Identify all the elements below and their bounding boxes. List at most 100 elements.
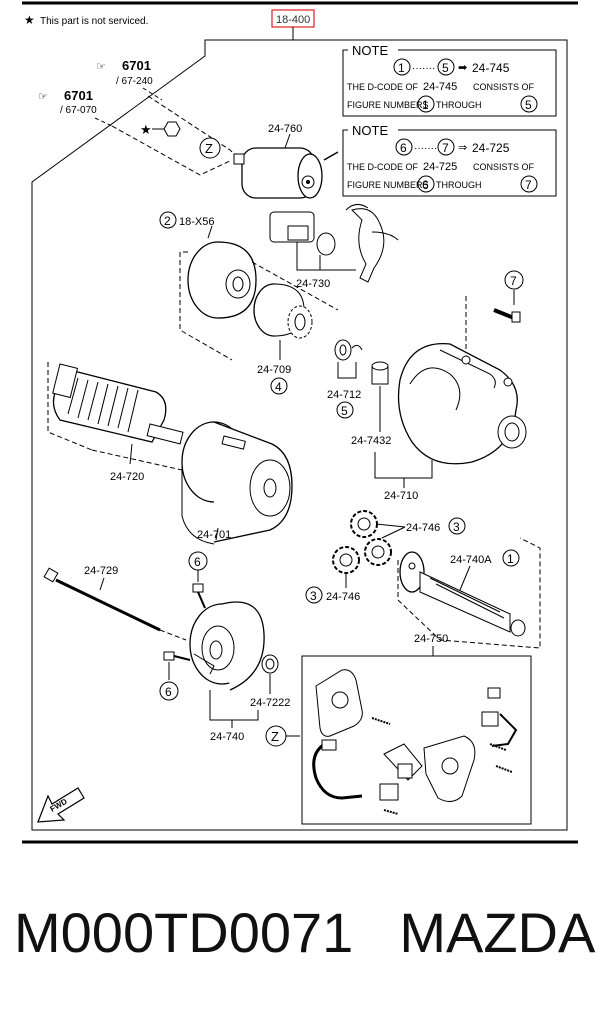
gear-24-746-a[interactable] bbox=[350, 510, 378, 538]
book-icon: ☞ bbox=[96, 61, 106, 73]
callout-6-bottom-label[interactable]: 6 bbox=[165, 685, 172, 699]
brush-assembly-24-750[interactable] bbox=[312, 669, 518, 815]
note-line1-pre: THE D-CODE OF bbox=[347, 82, 419, 92]
note-title: NOTE bbox=[352, 123, 388, 138]
dash-housing-a bbox=[179, 251, 233, 361]
label-24-740[interactable]: 24-740 bbox=[210, 731, 244, 743]
brand-name: MAZDA bbox=[399, 901, 596, 964]
screw-6-bottom[interactable] bbox=[163, 651, 191, 661]
note-line1-post: CONSISTS OF bbox=[473, 82, 535, 92]
num-2[interactable]: 2 bbox=[164, 214, 171, 228]
label-24-710[interactable]: 24-710 bbox=[384, 490, 418, 502]
label-24-740a[interactable]: 24-740A bbox=[450, 554, 492, 566]
note-to: 5 bbox=[525, 98, 532, 112]
note-to: 7 bbox=[525, 178, 532, 192]
note-target: 24-725 bbox=[472, 141, 510, 155]
svg-text:·······: ······· bbox=[412, 63, 435, 74]
yoke-24-701[interactable] bbox=[181, 421, 293, 545]
label-24-730[interactable]: 24-730 bbox=[296, 278, 330, 290]
part-number-line: M000TD0071 MAZDA bbox=[14, 900, 595, 965]
screw-6-top[interactable] bbox=[192, 583, 206, 609]
note-from: 1 bbox=[422, 98, 429, 112]
gear-24-746-b[interactable] bbox=[364, 538, 392, 566]
note-line1-post: CONSISTS OF bbox=[473, 162, 535, 172]
figure-ref[interactable]: 18-400 bbox=[276, 14, 310, 26]
label-24-709[interactable]: 24-709 bbox=[257, 364, 291, 376]
shaft-24-740a[interactable] bbox=[399, 551, 526, 637]
ref-6701-a[interactable]: ☞ 6701 / 67-240 bbox=[96, 58, 153, 87]
note-line2-pre: FIGURE NUMBERS bbox=[347, 180, 429, 190]
note-line1-pre: THE D-CODE OF bbox=[347, 162, 419, 172]
note-line1-code: 24-725 bbox=[423, 161, 457, 173]
label-24-729[interactable]: 24-729 bbox=[84, 565, 118, 577]
label-24-760[interactable]: 24-760 bbox=[268, 123, 302, 135]
not-serviced-star-icon: ★ bbox=[24, 13, 35, 27]
ref-sub: / 67-070 bbox=[60, 105, 97, 116]
callout-7-label[interactable]: 7 bbox=[510, 274, 517, 288]
svg-text:➡: ➡ bbox=[458, 62, 467, 74]
label-24-746-a[interactable]: 24-746 bbox=[406, 522, 440, 534]
not-serviced-note: This part is not serviced. bbox=[40, 16, 148, 27]
svg-text:⇒: ⇒ bbox=[458, 142, 467, 154]
brush-assembly-box bbox=[301, 655, 532, 825]
plunger-24-730[interactable] bbox=[269, 204, 399, 283]
bolt-leader-2 bbox=[111, 125, 233, 176]
callout-6-bottom[interactable] bbox=[159, 681, 179, 701]
svg-text:·······: ······· bbox=[414, 143, 437, 154]
label-24-712[interactable]: 24-712 bbox=[327, 389, 361, 401]
note-line2-pre: FIGURE NUMBERS bbox=[347, 100, 429, 110]
ref-leader-b bbox=[94, 117, 113, 127]
bolt-7[interactable] bbox=[493, 308, 521, 323]
label-24-7222[interactable]: 24-7222 bbox=[250, 697, 290, 709]
bolt-leader bbox=[147, 95, 263, 181]
dash-yoke bbox=[91, 449, 183, 471]
num-1[interactable]: 1 bbox=[507, 552, 514, 566]
num-3-a[interactable]: 3 bbox=[453, 520, 460, 534]
callout-7[interactable] bbox=[504, 270, 524, 290]
dash-housing-b bbox=[251, 261, 339, 311]
note-range-from: 6 bbox=[400, 141, 407, 155]
note-range-to: 5 bbox=[442, 61, 449, 75]
label-24-746-b[interactable]: 24-746 bbox=[326, 591, 360, 603]
note-title: NOTE bbox=[352, 43, 388, 58]
note-range-to: 7 bbox=[442, 141, 449, 155]
callout-z-top-label[interactable]: Z bbox=[205, 141, 213, 156]
ref-6701-b[interactable]: ☞ 6701 / 67-070 bbox=[38, 88, 97, 116]
callout-z-top[interactable] bbox=[199, 137, 221, 159]
bushing-24-7222[interactable] bbox=[261, 654, 279, 674]
note-target: 24-745 bbox=[472, 61, 510, 75]
solenoid-24-760[interactable] bbox=[233, 147, 339, 199]
callout-z-bottom-label[interactable]: Z bbox=[271, 729, 279, 744]
dash-shaft bbox=[397, 537, 541, 649]
end-frame-24-740[interactable] bbox=[189, 601, 265, 691]
callout-6-top-label[interactable]: 6 bbox=[194, 555, 201, 569]
label-24-720[interactable]: 24-720 bbox=[110, 471, 144, 483]
nut-icon bbox=[163, 121, 181, 137]
label-24-750[interactable]: 24-750 bbox=[414, 633, 448, 645]
armature-24-720[interactable] bbox=[52, 363, 184, 445]
brush-holder-18-x56[interactable] bbox=[187, 241, 257, 319]
note-box-1: NOTE 1 ······· 5 ➡ 24-745 THE D-CODE OF … bbox=[342, 43, 557, 117]
drive-housing-24-710[interactable] bbox=[397, 343, 527, 465]
bushing-24-7432[interactable] bbox=[371, 361, 389, 385]
ref-code[interactable]: 6701 bbox=[64, 88, 93, 103]
label-18-x56[interactable]: 18-X56 bbox=[179, 216, 214, 228]
ref-code[interactable]: 6701 bbox=[122, 58, 151, 73]
label-24-7432[interactable]: 24-7432 bbox=[351, 435, 391, 447]
num-4[interactable]: 4 bbox=[275, 380, 282, 394]
dash-end-frame bbox=[159, 629, 187, 641]
through-bolt-24-729[interactable] bbox=[43, 567, 161, 632]
note-line2-mid: THROUGH bbox=[436, 180, 482, 190]
gear-24-746-c[interactable] bbox=[332, 546, 360, 574]
label-24-701[interactable]: 24-701 bbox=[197, 529, 231, 541]
note-line1-code: 24-745 bbox=[423, 81, 457, 93]
part-number: M000TD0071 bbox=[14, 901, 354, 964]
parts-diagram: ★ This part is not serviced. 18-400 ☞ 67… bbox=[22, 1, 578, 844]
pinion-24-709[interactable] bbox=[253, 283, 313, 339]
ref-leader-a bbox=[142, 87, 163, 101]
note-range-from: 1 bbox=[398, 61, 405, 75]
num-3-b[interactable]: 3 bbox=[310, 589, 317, 603]
note-line2-mid: THROUGH bbox=[436, 100, 482, 110]
clip-24-712[interactable] bbox=[334, 339, 363, 361]
num-5[interactable]: 5 bbox=[341, 404, 348, 418]
